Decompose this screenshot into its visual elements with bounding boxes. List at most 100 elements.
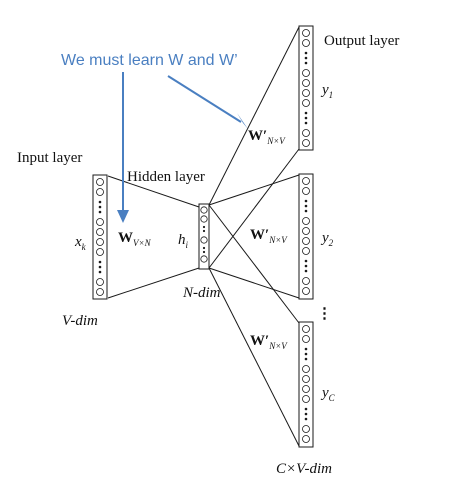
input-vector bbox=[92, 174, 108, 300]
output-node bbox=[302, 227, 310, 235]
output-symbol: y bbox=[320, 230, 329, 246]
input-node-symbol: x bbox=[74, 234, 82, 250]
output-weight-symbol: W′ bbox=[250, 227, 269, 243]
output-node bbox=[302, 69, 310, 77]
output-node bbox=[302, 79, 310, 87]
input-node-xk bbox=[96, 238, 104, 246]
annotation-arrow-to-wprime bbox=[167, 75, 242, 123]
ellipsis-dot bbox=[98, 200, 102, 204]
output-node bbox=[302, 177, 310, 185]
edge-hidden-to-output1-bottom bbox=[208, 148, 300, 269]
edge-hidden-to-outputC-bottom bbox=[208, 267, 300, 447]
output-node bbox=[302, 217, 310, 225]
edge-hidden-to-output2-bottom bbox=[208, 267, 300, 299]
output-weight-subscript: N×V bbox=[266, 136, 286, 146]
output-weight-subscript: N×V bbox=[268, 235, 288, 245]
output-node bbox=[302, 89, 310, 97]
ellipsis-dot bbox=[98, 210, 102, 214]
outputC-label: yC bbox=[320, 385, 336, 403]
output-weight-symbol: W′ bbox=[248, 128, 267, 144]
ellipsis-dot bbox=[202, 246, 206, 250]
input-node bbox=[96, 178, 104, 186]
output-subscript: 2 bbox=[329, 238, 334, 248]
input-node bbox=[96, 288, 104, 296]
ellipsis-dot bbox=[202, 250, 206, 254]
ellipsis-dot bbox=[304, 269, 308, 273]
output-layer-label: Output layer bbox=[324, 33, 399, 49]
output-subscript: C bbox=[329, 393, 336, 403]
output-groups-ellipsis: ⋮ bbox=[317, 306, 332, 322]
output-node bbox=[302, 29, 310, 37]
input-weight-label: WV×N bbox=[118, 230, 152, 248]
input-weight-subscript: V×N bbox=[133, 238, 152, 248]
output-node bbox=[302, 187, 310, 195]
output-weight-subscript: N×V bbox=[268, 341, 288, 351]
hidden-node-hi bbox=[200, 236, 208, 244]
output-vector-box bbox=[298, 173, 314, 300]
output-vector-2 bbox=[298, 173, 314, 300]
input-node bbox=[96, 188, 104, 196]
output2-weight-label: W′N×V bbox=[250, 227, 288, 245]
annotation-arrowhead-w bbox=[117, 210, 129, 223]
input-node bbox=[96, 248, 104, 256]
output1-weight-label: W′N×V bbox=[248, 128, 286, 146]
ellipsis-dot bbox=[304, 417, 308, 421]
ellipsis-dot bbox=[304, 412, 308, 416]
ellipsis-dot bbox=[304, 352, 308, 356]
hidden-layer-label: Hidden layer bbox=[127, 169, 205, 185]
ellipsis-dot bbox=[304, 199, 308, 203]
input-node-subscript: k bbox=[82, 242, 87, 252]
annotation-arrows bbox=[117, 72, 248, 223]
output-node bbox=[302, 325, 310, 333]
output-node bbox=[302, 129, 310, 137]
output-node bbox=[302, 247, 310, 255]
edge-hidden-to-outputC-top bbox=[208, 204, 300, 324]
hidden-node bbox=[200, 206, 208, 214]
hidden-node bbox=[200, 255, 208, 263]
ellipsis-dot bbox=[304, 407, 308, 411]
outputC-weight-label: W′N×V bbox=[250, 333, 288, 351]
edge-hidden-to-output1-top bbox=[208, 26, 300, 206]
output-vector-1 bbox=[298, 25, 314, 151]
output-vector-c bbox=[298, 321, 314, 448]
ellipsis-dot bbox=[304, 51, 308, 55]
output-node bbox=[302, 375, 310, 383]
input-node bbox=[96, 228, 104, 236]
output-vector-box bbox=[298, 321, 314, 448]
ellipsis-dot bbox=[202, 225, 206, 229]
ellipsis-dot bbox=[304, 61, 308, 65]
ellipsis-dot bbox=[304, 121, 308, 125]
input-vector-box bbox=[92, 174, 108, 300]
edge-hidden-to-output2-top bbox=[208, 174, 300, 206]
ellipsis-dot bbox=[98, 260, 102, 264]
ellipsis-dot bbox=[98, 270, 102, 274]
output-node bbox=[302, 385, 310, 393]
hidden-dim-label: N-dim bbox=[182, 285, 221, 301]
input-weight-symbol: W bbox=[118, 230, 133, 246]
hidden-node-label: hi bbox=[178, 232, 189, 250]
input-dim-label: V-dim bbox=[62, 313, 98, 329]
output-node bbox=[302, 39, 310, 47]
output-node bbox=[302, 287, 310, 295]
output-symbol: y bbox=[320, 385, 329, 401]
ellipsis-dot bbox=[304, 347, 308, 351]
input-node-label: xk bbox=[74, 234, 87, 252]
output-node bbox=[302, 365, 310, 373]
output-vector-box bbox=[298, 25, 314, 151]
input-layer-label: Input layer bbox=[17, 150, 82, 166]
input-node bbox=[96, 218, 104, 226]
ellipsis-dot bbox=[304, 56, 308, 60]
output-node bbox=[302, 425, 310, 433]
hidden-node bbox=[200, 215, 208, 223]
output-node bbox=[302, 99, 310, 107]
output-symbol: y bbox=[320, 82, 329, 98]
hidden-node-symbol: h bbox=[178, 232, 186, 248]
hidden-vector bbox=[198, 203, 210, 270]
output-weight-symbol: W′ bbox=[250, 333, 269, 349]
ellipsis-dot bbox=[304, 264, 308, 268]
edge-input-bottom-to-hidden bbox=[107, 267, 200, 299]
ellipsis-dot bbox=[98, 265, 102, 269]
ellipsis-dot bbox=[304, 111, 308, 115]
